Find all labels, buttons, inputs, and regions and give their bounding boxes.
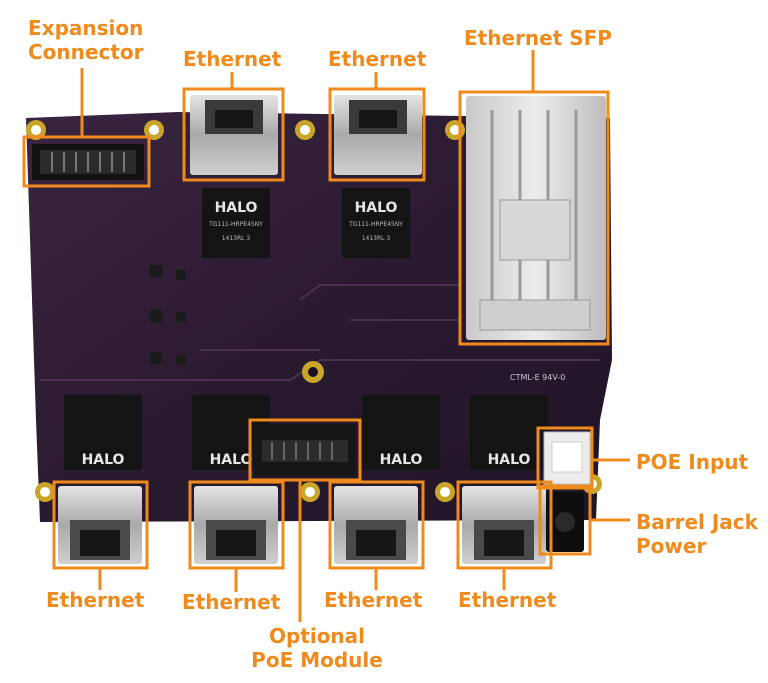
board-revision-text: CTML-E 94V-0: [510, 373, 565, 382]
pcb: [26, 112, 612, 522]
transformer-brand-text: HALO: [215, 200, 258, 216]
ethernet-jack-top-1: [190, 95, 278, 175]
highlight-boxes: [22, 87, 610, 570]
transformer-bottom-3: HALO: [362, 395, 440, 470]
poe-module-header: [254, 424, 356, 476]
svg-text:HALO: HALO: [210, 452, 253, 468]
label-ethernet-top-2: Ethernet: [328, 47, 427, 71]
expansion-connector: [32, 144, 144, 180]
label-ethernet-bottom-4: Ethernet: [458, 588, 557, 612]
highlight-expansion-connector: [22, 135, 151, 188]
label-poe-input: POE Input: [636, 450, 749, 474]
svg-text:TG111-HRPE45NY: TG111-HRPE45NY: [348, 221, 403, 228]
sfp-cage: [466, 96, 606, 340]
svg-text:1413RL 3: 1413RL 3: [362, 235, 391, 242]
ethernet-jack-top-2: [334, 95, 422, 175]
label-barrel-jack-power: Barrel Jack Power: [636, 510, 758, 558]
label-optional-poe-module: Optional PoE Module: [251, 624, 383, 672]
label-expansion-connector: Expansion Connector: [28, 16, 144, 64]
label-ethernet-sfp: Ethernet SFP: [464, 26, 612, 50]
mounting-holes: [26, 120, 602, 502]
highlight-poe-input: [536, 426, 594, 490]
transformer-bottom-4: HALO: [470, 395, 548, 470]
small-components: [150, 265, 186, 365]
ethernet-jack-bottom-4: [462, 486, 546, 564]
label-ethernet-top-1: Ethernet: [183, 47, 282, 71]
ethernet-jack-bottom-2: [194, 486, 278, 564]
svg-text:1413RL 3: 1413RL 3: [222, 235, 251, 242]
label-ethernet-bottom-2: Ethernet: [182, 590, 281, 614]
svg-text:HALO: HALO: [82, 452, 125, 468]
svg-text:TG111-HRPE45NY: TG111-HRPE45NY: [208, 221, 263, 228]
svg-text:HALO: HALO: [488, 452, 531, 468]
svg-text:HALO: HALO: [355, 200, 398, 216]
label-ethernet-bottom-1: Ethernet: [46, 588, 145, 612]
transformer-top-2: HALO TG111-HRPE45NY 1413RL 3: [342, 188, 410, 258]
highlight-poe-module: [248, 418, 362, 482]
ethernet-jack-bottom-3: [334, 486, 418, 564]
svg-text:HALO: HALO: [380, 452, 423, 468]
barrel-jack: [546, 492, 584, 552]
transformer-bottom-1: HALO: [64, 395, 142, 470]
poe-input-connector: [543, 431, 591, 485]
label-ethernet-bottom-3: Ethernet: [324, 588, 423, 612]
ethernet-jack-bottom-1: [58, 486, 142, 564]
transformer-top-1: HALO TG111-HRPE45NY 1413RL 3: [202, 188, 270, 258]
leader-lines: [80, 50, 630, 622]
